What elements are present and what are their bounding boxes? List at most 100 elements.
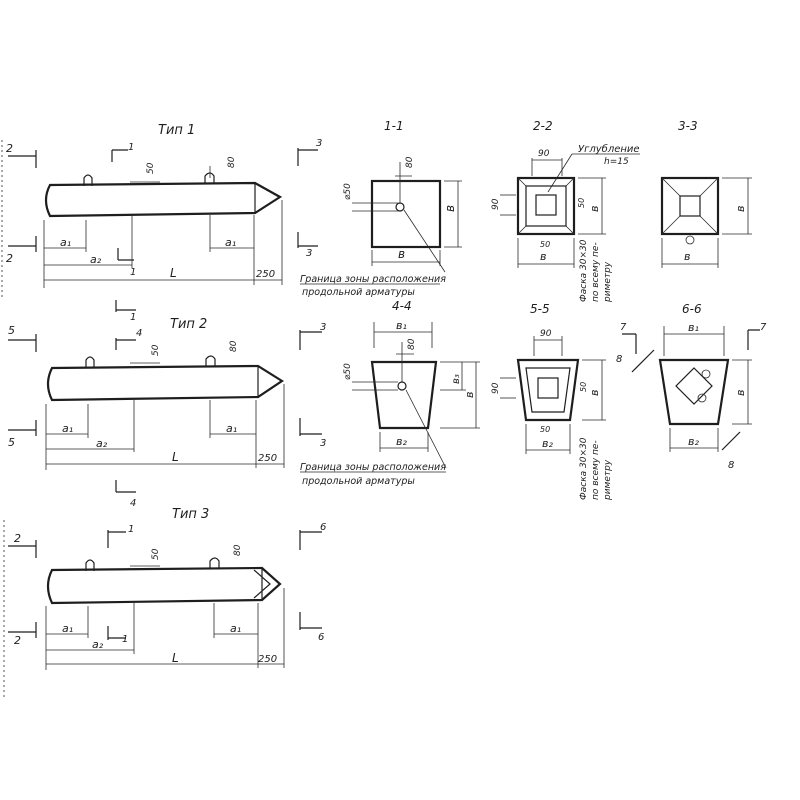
type3-marker-1-top: 1 — [128, 524, 134, 535]
section-4-4: 4-4 в₁ 80 ⌀50 в₃ в в₂ Граница зоны распо… — [300, 299, 480, 487]
type1-dim-a1-right: a₁ — [225, 236, 236, 249]
type2-dim-50: 50 — [151, 344, 161, 356]
type2-loop-right — [205, 355, 216, 367]
section-5-5-dim-b-side: в — [588, 390, 601, 396]
type1-dim-tip: 250 — [256, 269, 275, 280]
zone-note-1-line2: продольной арматуры — [302, 287, 415, 298]
type2-marker-1-top: 1 — [130, 312, 136, 323]
type3-body — [46, 566, 282, 605]
pile-type-3: Тип 3 50 80 1 1 2 2 6 6 a₁ a₁ a₂ L 250 — [8, 507, 326, 670]
section-2-2-outline — [516, 176, 576, 236]
section-5-5-dim-90-side: 90 — [491, 382, 501, 394]
section-6-6-marker-7-left: 7 — [620, 322, 627, 333]
zone-note-1-line1: Граница зоны расположения — [300, 274, 446, 285]
section-5-5-title: 5-5 — [530, 302, 550, 316]
section-3-3-dim-b-side: в — [734, 206, 747, 212]
chamfer-note-1-line2: по всему пе- — [591, 242, 601, 302]
type3-marker-2-top: 2 — [14, 532, 21, 545]
type3-marker-2-bot: 2 — [14, 634, 21, 647]
section-6-6-dim-b-side: в — [734, 390, 747, 396]
type3-dim-a2: a₂ — [92, 638, 104, 651]
type3-marker-1-bot: 1 — [122, 634, 128, 645]
type3-dim-a1-left: a₁ — [62, 622, 73, 635]
pile-type-2: Тип 2 50 80 1 4 4 5 5 3 3 a₁ a₁ a₂ L — [8, 300, 326, 509]
section-6-6-title: 6-6 — [682, 302, 702, 316]
section-5-5-outline — [516, 358, 580, 422]
section-6-6-outline — [658, 358, 730, 426]
type2-marker-5-top: 5 — [8, 324, 15, 337]
type2-marker-4-bot: 4 — [130, 498, 136, 509]
type3-loop-left — [85, 559, 95, 571]
section-4-4-outline — [370, 360, 438, 430]
chamfer-note-2-line3: риметру — [603, 459, 613, 501]
type2-loop-left — [85, 356, 95, 368]
section-4-4-dim-b1: в₁ — [396, 319, 407, 332]
type2-marker-4-top: 4 — [136, 328, 142, 339]
type3-dim-80: 80 — [233, 544, 243, 556]
section-3-3: 3-3 в в — [660, 119, 752, 268]
section-4-4-title: 4-4 — [392, 299, 412, 313]
type3-loop-right — [209, 557, 220, 569]
type2-title: Тип 2 — [170, 317, 207, 332]
type2-body — [46, 364, 285, 402]
section-1-1-dim-b-side: в — [443, 205, 457, 212]
zone-note-2-line2: продольной арматуры — [302, 476, 415, 487]
type2-marker-3-top: 3 — [320, 322, 326, 333]
section-2-2-dim-b-side: в — [588, 206, 601, 212]
recess-note-title: Углубление — [578, 143, 640, 155]
type3-marker-6-bot: 6 — [318, 632, 324, 643]
section-1-1-dim-dia50: ⌀50 — [343, 183, 353, 200]
type3-dim-a1-right: a₁ — [230, 622, 241, 635]
type1-marker-1-top: 1 — [128, 142, 134, 153]
type2-marker-3-bot: 3 — [320, 438, 326, 449]
section-2-2-dim-50-side: 50 — [577, 198, 586, 208]
section-5-5-dim-90-top: 90 — [540, 329, 552, 339]
section-1-1-title: 1-1 — [384, 119, 404, 133]
section-2-2-dim-90-side: 90 — [491, 198, 501, 210]
section-4-4-dim-b: в — [463, 392, 476, 398]
type1-dim-a1-left: a₁ — [60, 236, 71, 249]
type2-dim-80: 80 — [229, 340, 239, 352]
type1-loop-left — [83, 174, 93, 186]
type1-marker-1-bot: 1 — [130, 267, 136, 278]
section-4-4-dim-b2: в₂ — [396, 435, 407, 448]
type1-title: Тип 1 — [158, 123, 195, 138]
section-6-6-dim-b2: в₂ — [688, 435, 699, 448]
type3-title: Тип 3 — [172, 507, 209, 522]
type1-dim-L: L — [170, 266, 177, 280]
type2-dim-a1-left: a₁ — [62, 422, 73, 435]
section-2-2-dim-b: в — [540, 250, 546, 263]
section-1-1: 1-1 80 ⌀50 в в Граница зоны расположения… — [300, 119, 462, 298]
chamfer-note-1-line1: Фаска 30×30 — [579, 239, 589, 302]
section-6-6: 6-6 в₁ в в₂ 7 7 8 8 — [616, 302, 767, 471]
section-1-1-dim-b: в — [398, 247, 405, 261]
type2-marker-5-bot: 5 — [8, 436, 15, 449]
section-2-2-dim-50-bot: 50 — [540, 240, 550, 249]
type1-marker-2-bot: 2 — [6, 252, 13, 265]
section-4-4-dim-80: 80 — [407, 338, 417, 350]
pile-type-1: Тип 1 50 80 1 1 2 2 3 3 a₁ a₁ a — [6, 123, 322, 288]
section-3-3-title: 3-3 — [678, 119, 698, 133]
section-2-2: 2-2 Углубление h=15 90 90 50 50 в в Фаск… — [491, 119, 640, 303]
chamfer-note-2-line1: Фаска 30×30 — [579, 437, 589, 500]
zone-note-2-line1: Граница зоны расположения — [300, 462, 446, 473]
section-4-4-dim-dia50: ⌀50 — [343, 363, 353, 380]
section-1-1-dim-80: 80 — [405, 156, 415, 168]
type1-dim-80: 80 — [227, 156, 237, 168]
type2-dim-a1-right: a₁ — [226, 422, 237, 435]
type3-marker-6-top: 6 — [320, 522, 326, 533]
type2-dim-tip: 250 — [258, 453, 277, 464]
section-3-3-dim-b: в — [684, 250, 690, 263]
type1-marker-3-top: 3 — [316, 138, 322, 149]
section-5-5-dim-50-bot: 50 — [540, 425, 550, 434]
section-1-1-outline — [370, 179, 442, 249]
type3-dim-50: 50 — [151, 548, 161, 560]
section-6-6-marker-8-top: 8 — [616, 354, 622, 365]
type2-dim-a2: a₂ — [96, 437, 108, 450]
section-4-4-dim-b3: в₃ — [451, 374, 462, 384]
recess-note-depth: h=15 — [604, 157, 629, 167]
section-2-2-title: 2-2 — [533, 119, 553, 133]
chamfer-note-2-line2: по всему пе- — [591, 440, 601, 500]
type3-dim-tip: 250 — [258, 654, 277, 665]
